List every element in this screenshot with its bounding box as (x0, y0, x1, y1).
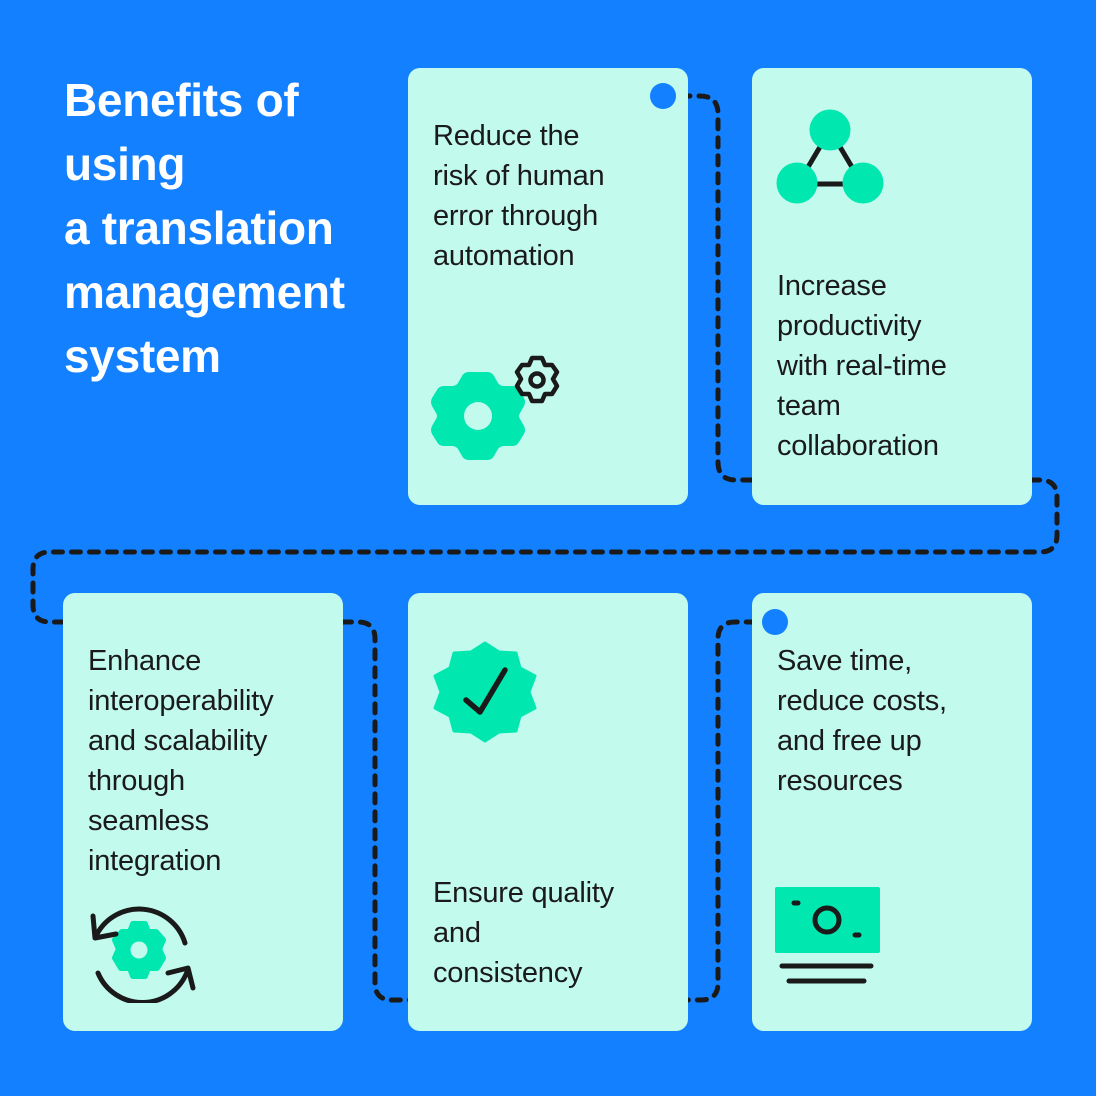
benefit-text-line: error through (433, 200, 599, 232)
title-line: Benefits of (64, 74, 299, 126)
gears-icon (431, 355, 560, 460)
benefit-text-line: with real-time (777, 350, 947, 382)
benefit-text-line: team (777, 390, 841, 422)
benefit-text: Save time, reduce costs, and free up res… (777, 641, 947, 801)
benefit-text-line: risk of human (433, 160, 605, 192)
benefit-text-line: Enhance (88, 645, 202, 677)
benefit-text-line: and free up (777, 725, 922, 757)
benefit-text-line: productivity (777, 310, 922, 342)
benefit-text-line: Increase (777, 270, 887, 302)
page-title: Benefits of using a translation manageme… (64, 68, 394, 388)
benefit-text-line: Ensure quality (433, 877, 614, 909)
benefit-text-line: integration (88, 845, 222, 877)
banknote-icon (775, 887, 880, 984)
benefit-text-line: and (433, 917, 481, 949)
benefit-text-line: seamless (88, 805, 209, 837)
benefit-text-line: collaboration (777, 430, 939, 462)
benefit-card-savings: Save time, reduce costs, and free up res… (752, 593, 1032, 1031)
verified-badge-icon (433, 641, 537, 743)
benefit-text: Ensure quality and consistency (433, 873, 614, 993)
title-line: a translation (64, 202, 334, 254)
title-line: management (64, 266, 345, 318)
benefit-text: Increase productivity with real-time tea… (777, 266, 947, 466)
team-network-icon (776, 109, 884, 204)
benefit-text-line: reduce costs, (777, 685, 947, 717)
benefit-card-integration: Enhance interoperability and scalability… (63, 593, 343, 1031)
benefit-text-line: and scalability (88, 725, 268, 757)
benefit-text-line: through (88, 765, 185, 797)
benefit-text-line: Reduce the (433, 120, 580, 152)
benefit-text-line: resources (777, 765, 903, 797)
benefit-card-quality: Ensure quality and consistency (408, 593, 688, 1031)
benefit-text-line: consistency (433, 957, 583, 989)
title-line: using (64, 138, 186, 190)
benefit-card-collaboration: Increase productivity with real-time tea… (752, 68, 1032, 505)
benefit-text-line: automation (433, 240, 575, 272)
gear-sync-icon (90, 906, 196, 1003)
path-end-dot (762, 609, 788, 635)
title-line: system (64, 330, 221, 382)
benefit-text-line: Save time, (777, 645, 912, 677)
benefit-text-line: interoperability (88, 685, 274, 717)
benefit-text: Enhance interoperability and scalability… (88, 641, 274, 881)
benefit-card-automation: Reduce the risk of human error through a… (408, 68, 688, 505)
benefit-text: Reduce the risk of human error through a… (433, 116, 605, 276)
path-start-dot (650, 83, 676, 109)
